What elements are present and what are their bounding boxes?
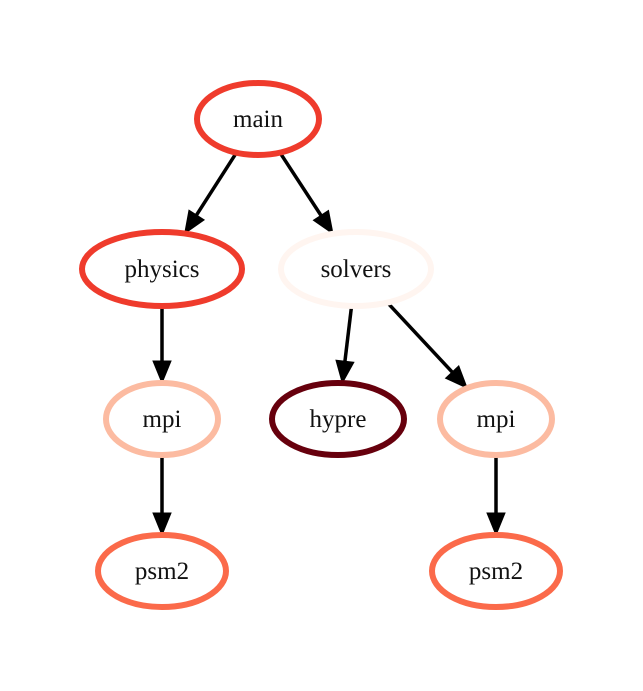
- arrowhead-icon: [486, 512, 506, 537]
- edge-solvers-to-hypre: [335, 305, 355, 385]
- nodes-layer: main physics solvers mpi hypre mpi psm2: [79, 80, 563, 610]
- arrowhead-icon: [444, 365, 469, 390]
- arrowhead-icon: [183, 209, 206, 235]
- node-physics-shape: [79, 229, 245, 309]
- node-psm2-right[interactable]: psm2: [429, 532, 563, 610]
- node-hypre[interactable]: hypre: [269, 380, 407, 458]
- node-physics[interactable]: physics: [79, 229, 245, 309]
- edge-solvers-to-mpi_b: [386, 301, 469, 390]
- node-mpi-right[interactable]: mpi: [437, 380, 555, 458]
- arrowhead-icon: [335, 359, 355, 385]
- edge-physics-to-mpi_a: [152, 306, 172, 385]
- node-mpi-left-label: mpi: [143, 406, 182, 433]
- edge-main-to-solvers: [278, 151, 334, 235]
- edge-main-to-physics: [183, 151, 238, 235]
- node-solvers[interactable]: solvers: [278, 229, 434, 309]
- node-mpi-left-shape: [103, 380, 221, 458]
- edge-mpi_b-to-psm2_b: [486, 455, 506, 537]
- node-psm2-right-shape: [429, 532, 563, 610]
- node-solvers-label: solvers: [321, 256, 392, 283]
- edge-mpi_a-to-psm2_a: [152, 455, 172, 537]
- node-main-shape: [194, 80, 322, 158]
- edge-line: [195, 151, 238, 216]
- node-mpi-right-shape: [437, 380, 555, 458]
- node-hypre-label: hypre: [310, 406, 367, 433]
- node-mpi-left[interactable]: mpi: [103, 380, 221, 458]
- node-hypre-shape: [269, 380, 407, 458]
- node-psm2-left-shape: [95, 532, 229, 610]
- node-psm2-left[interactable]: psm2: [95, 532, 229, 610]
- arrowhead-icon: [312, 209, 334, 235]
- arrowhead-icon: [152, 360, 172, 385]
- node-psm2-right-label: psm2: [469, 558, 523, 585]
- node-psm2-left-label: psm2: [135, 558, 189, 585]
- node-main-label: main: [233, 106, 283, 133]
- arrowhead-icon: [152, 512, 172, 537]
- edge-line: [343, 305, 354, 362]
- edges-layer: [152, 151, 506, 537]
- edge-line: [278, 151, 323, 217]
- node-physics-label: physics: [125, 256, 200, 283]
- node-mpi-right-label: mpi: [477, 406, 516, 433]
- node-solvers-shape: [278, 229, 434, 309]
- node-main[interactable]: main: [194, 80, 322, 158]
- edge-line: [386, 301, 454, 374]
